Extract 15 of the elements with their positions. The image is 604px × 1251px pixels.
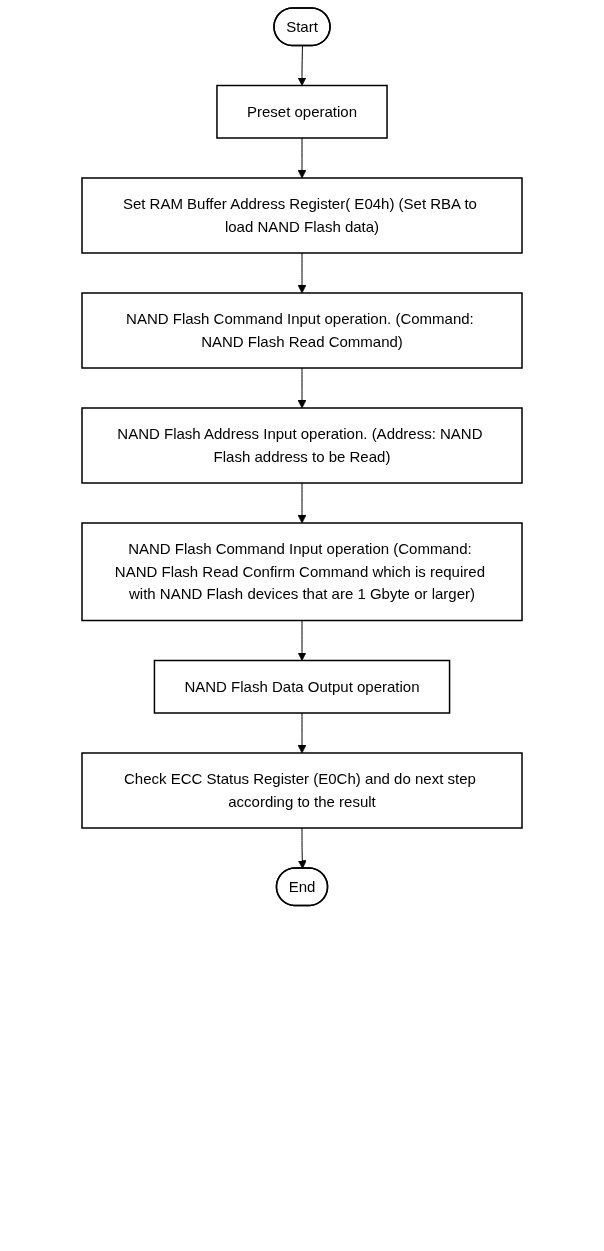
arrow xyxy=(297,712,307,754)
node-box: NAND Flash Command Input operation (Command: NAND Flash Read Confirm Command which is required with NAND Flash devices that are 1 Gbyte or larger) xyxy=(81,522,523,622)
arrow xyxy=(297,827,307,869)
node-box: Set RAM Buffer Address Register( E04h) (Set RBA to load NAND Flash data) xyxy=(81,177,523,254)
arrow xyxy=(297,620,307,661)
arrow xyxy=(297,367,307,409)
arrow xyxy=(297,45,307,86)
node-box: NAND Flash Address Input operation. (Address: NAND Flash address to be Read) xyxy=(81,407,523,484)
node-box: NAND Flash Command Input operation. (Command: NAND Flash Read Command) xyxy=(81,292,523,369)
node-box: Preset operation xyxy=(216,84,388,139)
arrow xyxy=(297,137,307,179)
arrow xyxy=(297,482,307,524)
node-box: NAND Flash Data Output operation xyxy=(153,659,451,714)
arrow xyxy=(297,252,307,294)
node-box: Check ECC Status Register (E0Ch) and do next step according to the result xyxy=(81,752,523,829)
